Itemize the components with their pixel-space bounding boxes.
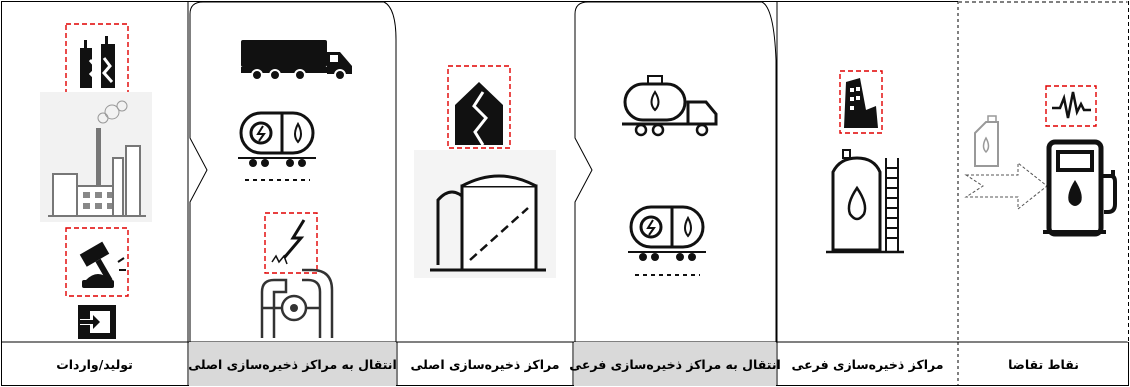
electric-spark-icon — [264, 212, 318, 274]
stage-label-transfer-sub: انتقال به مراکز ذخیره‌سازی فرعی — [569, 342, 781, 386]
fuel-pump-icon — [1043, 139, 1117, 237]
storage-tanks-icon — [414, 150, 556, 278]
earthquake-icon — [65, 23, 129, 98]
pipeline-valve-icon — [260, 268, 334, 338]
stage-label-sub-storage: مراکز ذخیره‌سازی فرعی — [791, 356, 944, 372]
stage-label-transfer-main: انتقال به مراکز ذخیره‌سازی اصلی — [188, 342, 397, 386]
import-enter-icon — [78, 305, 116, 339]
auction-sanction-icon — [65, 227, 129, 297]
dashed-arrow — [964, 161, 1048, 211]
rail-tank-car-icon — [628, 205, 706, 276]
jerrycan-icon — [974, 115, 999, 167]
rail-tank-car-icon — [238, 111, 316, 181]
stage-label-production: تولید/واردات — [56, 356, 133, 372]
truck-icon — [241, 40, 352, 81]
pulse-icon — [1045, 85, 1097, 127]
tanker-truck-icon — [622, 75, 718, 137]
refinery-icon — [40, 92, 152, 222]
stage-label-demand: نقاط تقاضا — [1008, 356, 1079, 372]
collapsed-building-icon — [839, 70, 883, 134]
landslide-house-icon — [447, 65, 511, 149]
fuel-silo-icon — [826, 149, 904, 254]
stage-label-main-storage: مراکز ذخیره‌سازی اصلی — [410, 356, 560, 372]
